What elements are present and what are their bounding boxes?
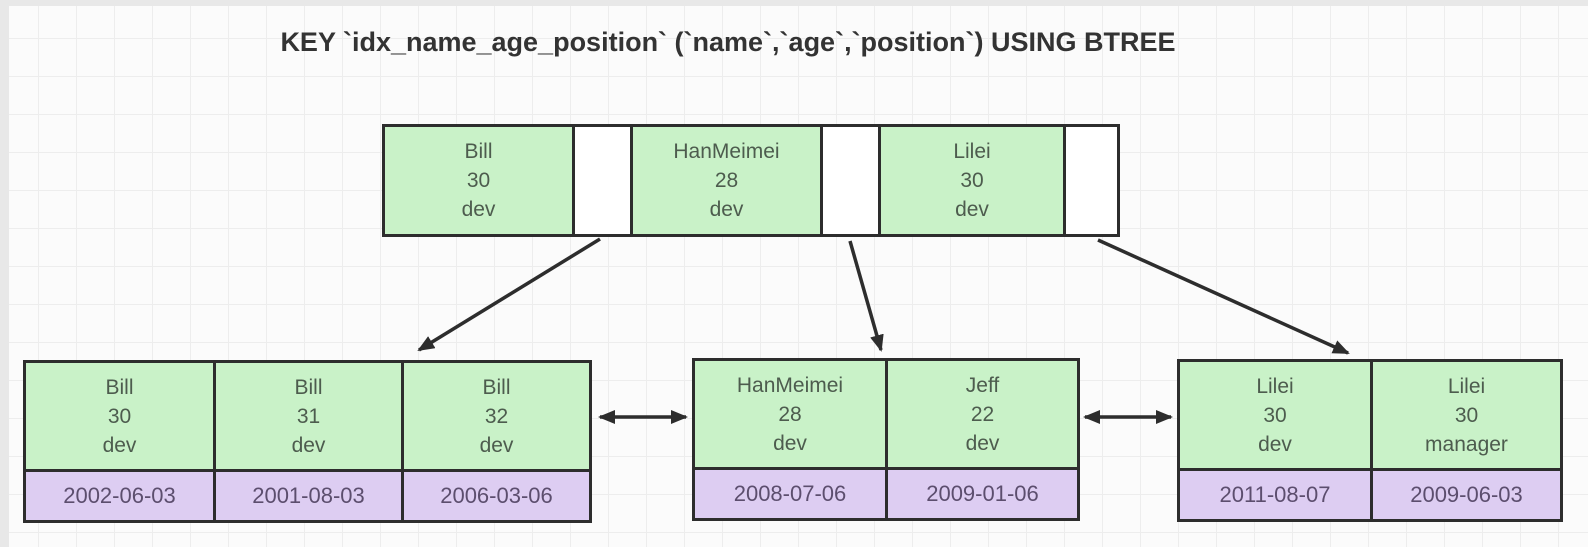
key-age: 22 xyxy=(970,402,995,426)
record-data-cell: 2008-07-06 xyxy=(692,470,888,521)
key-age: 28 xyxy=(778,402,802,426)
leaf-record-column: HanMeimei 28 dev 2008-07-06 xyxy=(692,358,888,521)
key-name: Bill xyxy=(105,375,134,399)
record-key-cell: HanMeimei 28 dev xyxy=(692,358,888,470)
record-data-cell: 2009-01-06 xyxy=(885,470,1080,521)
key-age: 30 xyxy=(107,404,132,428)
key-name: Bill xyxy=(482,375,511,399)
diagram-title: KEY `idx_name_age_position` (`name`,`age… xyxy=(280,27,1176,57)
leaf-node-2: HanMeimei 28 dev 2008-07-06 Jeff 22 dev … xyxy=(692,358,1080,521)
leaf-record-column: Bill 30 dev 2002-06-03 xyxy=(23,360,216,523)
canvas-top-edge xyxy=(0,0,1588,6)
key-name: Bill xyxy=(294,375,323,399)
key-name: Lilei xyxy=(1256,374,1294,398)
key-position: dev xyxy=(1258,432,1292,456)
key-position: dev xyxy=(461,198,496,221)
key-position: dev xyxy=(965,431,1000,455)
root-child-pointer-cell xyxy=(1063,124,1120,237)
record-key-cell: Bill 31 dev xyxy=(213,360,404,472)
key-name: Bill xyxy=(464,140,493,163)
record-data-cell: 2011-08-07 xyxy=(1177,471,1373,522)
root-key-cell: Bill 30 dev xyxy=(382,124,575,237)
key-position: dev xyxy=(955,198,989,221)
key-age: 30 xyxy=(466,169,491,192)
record-key-cell: Lilei 30 dev xyxy=(1177,359,1373,471)
key-position: manager xyxy=(1425,432,1508,456)
root-key-cell: HanMeimei 28 dev xyxy=(630,124,823,237)
leaf-record-column: Lilei 30 dev 2011-08-07 xyxy=(1177,359,1373,522)
leaf-record-column: Jeff 22 dev 2009-01-06 xyxy=(885,358,1080,521)
record-key-cell: Bill 32 dev xyxy=(401,360,592,472)
key-name: Jeff xyxy=(965,373,1000,397)
root-key-cell: Lilei 30 dev xyxy=(878,124,1066,237)
record-key-cell: Bill 30 dev xyxy=(23,360,216,472)
leaf-record-column: Lilei 30 manager 2009-06-03 xyxy=(1370,359,1563,522)
key-name: HanMeimei xyxy=(673,140,780,163)
key-age: 30 xyxy=(960,169,984,192)
key-age: 28 xyxy=(714,169,739,192)
key-age: 31 xyxy=(296,404,321,428)
key-position: dev xyxy=(102,433,137,457)
key-position: dev xyxy=(479,433,514,457)
key-position: dev xyxy=(773,431,807,455)
record-data-cell: 2002-06-03 xyxy=(23,472,216,523)
record-key-cell: Lilei 30 manager xyxy=(1370,359,1563,471)
record-data-cell: 2006-03-06 xyxy=(401,472,592,523)
record-data-cell: 2009-06-03 xyxy=(1370,471,1563,522)
key-age: 32 xyxy=(484,404,509,428)
key-name: Lilei xyxy=(1447,374,1486,398)
record-data-cell: 2001-08-03 xyxy=(213,472,404,523)
leaf-record-column: Bill 31 dev 2001-08-03 xyxy=(213,360,404,523)
key-name: Lilei xyxy=(953,140,991,163)
canvas-left-edge xyxy=(0,0,9,547)
leaf-node-3: Lilei 30 dev 2011-08-07 Lilei 30 manager… xyxy=(1177,359,1563,522)
btree-root-node: Bill 30 dev HanMeimei 28 dev Lilei 30 de… xyxy=(382,124,1120,237)
key-age: 30 xyxy=(1263,403,1287,427)
leaf-node-1: Bill 30 dev 2002-06-03 Bill 31 dev 2001-… xyxy=(23,360,592,523)
key-position: dev xyxy=(709,198,744,221)
key-position: dev xyxy=(291,433,326,457)
record-key-cell: Jeff 22 dev xyxy=(885,358,1080,470)
key-age: 30 xyxy=(1454,403,1479,427)
leaf-record-column: Bill 32 dev 2006-03-06 xyxy=(401,360,592,523)
key-name: HanMeimei xyxy=(736,373,844,397)
